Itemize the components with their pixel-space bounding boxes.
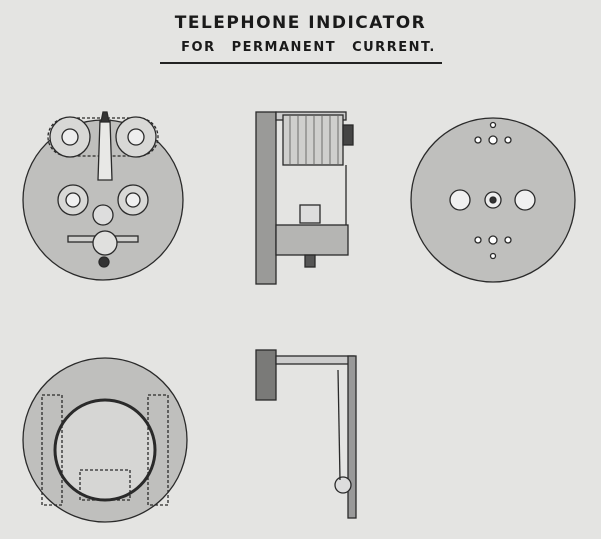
- front-view: [22, 111, 184, 281]
- ring-view: [22, 357, 188, 523]
- title-underline: [160, 62, 442, 64]
- bracket-view: [255, 349, 357, 519]
- drawing-subtitle: FOR PERMANENT CURRENT.: [181, 40, 436, 55]
- drawing-title: TELEPHONE INDICATOR: [174, 13, 427, 33]
- side-view: [255, 111, 354, 285]
- back-view: [410, 117, 576, 283]
